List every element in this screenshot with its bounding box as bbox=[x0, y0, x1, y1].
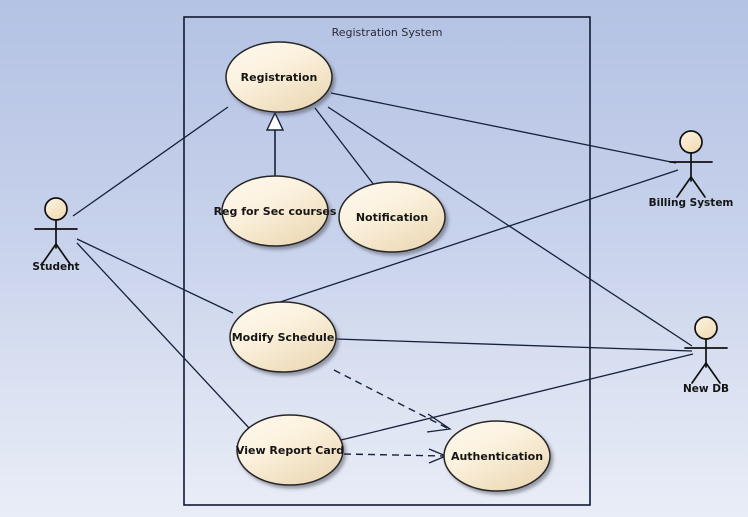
use-case-label: Authentication bbox=[451, 450, 543, 463]
use-case-ellipse[interactable] bbox=[443, 420, 551, 492]
actor-right-leg-line bbox=[690, 176, 706, 198]
use-case-ellipse[interactable] bbox=[229, 301, 337, 373]
actor-left-leg-line bbox=[676, 176, 692, 198]
actor-label: New DB bbox=[683, 383, 729, 395]
actor-billing-system[interactable]: Billing System bbox=[649, 130, 734, 209]
system-boundary: Registration System bbox=[183, 16, 591, 506]
actor-student[interactable]: Student bbox=[32, 197, 80, 273]
include-dashed-line[interactable] bbox=[333, 369, 448, 429]
actor-head-icon bbox=[679, 130, 703, 154]
use-case-label: View Report Card bbox=[236, 444, 344, 457]
assoc-view-report-card-new-db[interactable] bbox=[340, 353, 694, 441]
use-case-label: Reg for Sec courses bbox=[214, 205, 337, 218]
actor-label: Student bbox=[32, 261, 79, 273]
system-boundary-title: Registration System bbox=[332, 26, 443, 39]
use-case-authentication[interactable]: Authentication bbox=[443, 420, 551, 492]
assoc-student-registration[interactable] bbox=[72, 106, 229, 217]
actor-right-leg-line bbox=[705, 362, 721, 384]
use-case-notification[interactable]: Notification bbox=[338, 181, 446, 253]
assoc-modify-schedule-new-db[interactable] bbox=[335, 338, 693, 352]
use-case-label: Notification bbox=[356, 211, 428, 224]
include-modify-schedule-to-authentication[interactable] bbox=[333, 369, 452, 433]
assoc-student-view-report-card[interactable] bbox=[76, 242, 251, 430]
use-case-view-report-card[interactable]: View Report Card bbox=[236, 414, 344, 486]
use-case-ellipse[interactable] bbox=[225, 41, 333, 113]
use-case-ellipse[interactable] bbox=[221, 175, 329, 247]
use-case-label: Registration bbox=[241, 71, 318, 84]
actor-label: Billing System bbox=[649, 197, 734, 209]
use-case-ellipse[interactable] bbox=[236, 414, 344, 486]
use-case-label: Modify Schedule bbox=[232, 331, 335, 344]
actor-right-leg-line bbox=[55, 243, 71, 265]
actor-new-db[interactable]: New DB bbox=[683, 316, 729, 395]
open-arrowhead bbox=[426, 413, 452, 433]
actor-head-icon bbox=[44, 197, 68, 221]
actor-left-leg-line bbox=[41, 243, 57, 265]
assoc-registration-notification[interactable] bbox=[314, 107, 375, 186]
assoc-modify-schedule-billing-system[interactable] bbox=[243, 169, 679, 315]
actor-head-icon bbox=[694, 316, 718, 340]
association-lines bbox=[72, 92, 694, 441]
assoc-student-modify-schedule[interactable] bbox=[76, 238, 234, 314]
use-case-ellipse[interactable] bbox=[338, 181, 446, 253]
generalization-regsec-to-registration[interactable] bbox=[265, 111, 285, 176]
include-view-report-card-to-authentication[interactable] bbox=[343, 448, 448, 464]
hollow-triangle-arrowhead bbox=[265, 111, 285, 131]
assoc-registration-new-db[interactable] bbox=[327, 106, 693, 347]
include-dashed-line[interactable] bbox=[343, 453, 445, 457]
assoc-registration-billing-system[interactable] bbox=[330, 92, 677, 164]
use-case-modify-schedule[interactable]: Modify Schedule bbox=[229, 301, 337, 373]
use-case-registration[interactable]: Registration bbox=[225, 41, 333, 113]
use-case-reg-for-sec-courses[interactable]: Reg for Sec courses bbox=[214, 175, 337, 247]
system-boundary-rect bbox=[183, 16, 591, 506]
actor-left-leg-line bbox=[691, 362, 707, 384]
